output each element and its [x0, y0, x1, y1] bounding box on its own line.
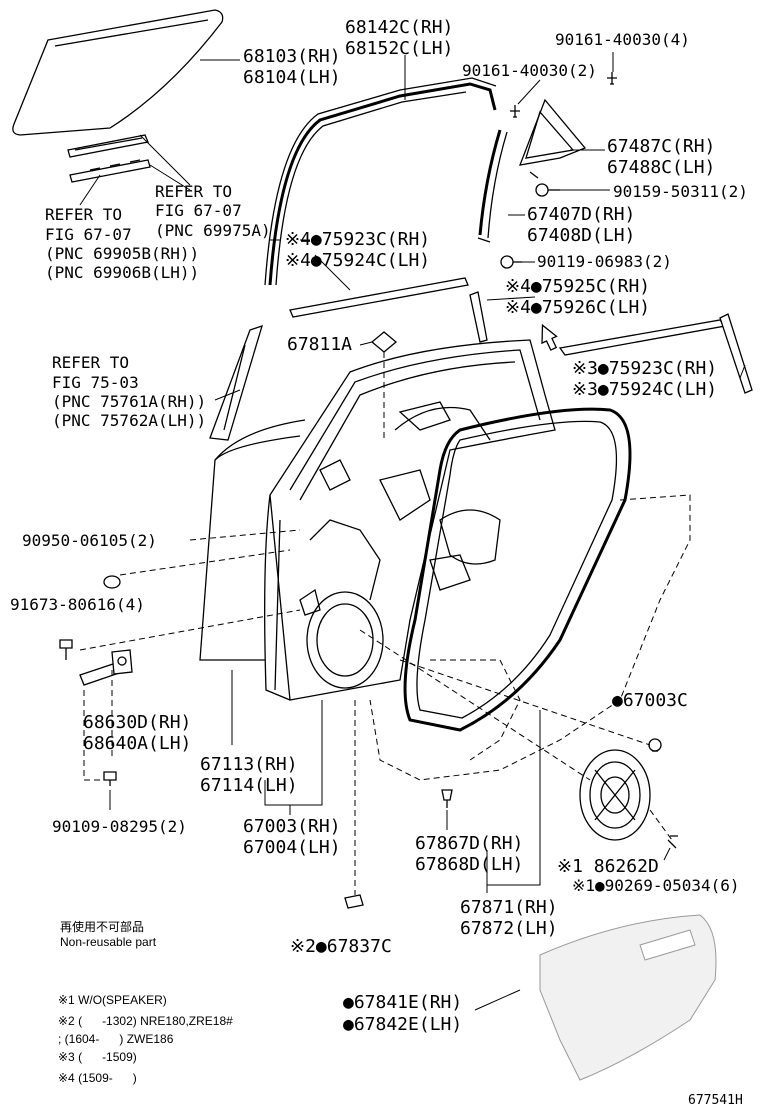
- note-1: ※1 W/O(SPEAKER): [58, 993, 167, 1007]
- clip-67837-drawing: [344, 894, 364, 909]
- label-90119: 90119-06983(2): [537, 252, 672, 271]
- label-67487: 67487C(RH): [607, 136, 715, 157]
- label-ref1-line3: (PNC 69905B(RH)): [45, 244, 199, 263]
- label-ref3-line1: REFER TO: [52, 353, 129, 372]
- leader-lines: [79, 52, 746, 1011]
- part-labels: 68103(RH) 68104(LH) 68142C(RH) 68152C(LH…: [10, 17, 748, 1108]
- label-90109: 90109-08295(2): [52, 817, 187, 836]
- screw-90119-drawing: [500, 255, 522, 269]
- footnotes: ※1 W/O(SPEAKER) ※2 ( -1302) NRE180,ZRE18…: [58, 993, 233, 1085]
- label-67811: 67811A: [287, 334, 352, 355]
- note-2a: ※2 ( -1302) NRE180,ZRE18#: [58, 1014, 233, 1028]
- label-ref2-line2: FIG 67-07: [155, 201, 242, 220]
- label-ref3-line3: (PNC 75761A(RH)): [52, 392, 206, 411]
- screw-90161-drawing: [510, 72, 617, 118]
- label-68103: 68103(RH): [243, 46, 341, 67]
- quarter-glass-drawing: [518, 98, 587, 179]
- direction-arrow-drawing: [541, 323, 558, 351]
- label-67837: ※2●67837C: [290, 936, 392, 957]
- label-68152: 68152C(LH): [345, 38, 453, 59]
- legend-jp: 再使用不可部品: [60, 919, 144, 934]
- label-ref3-line4: (PNC 75762A(LH)): [52, 411, 206, 430]
- label-67004: 67004(LH): [243, 837, 341, 858]
- label-68630: 68630D(RH): [83, 712, 191, 733]
- label-ref1-line2: FIG 67-07: [45, 225, 132, 244]
- label-67407: 67407D(RH): [527, 204, 635, 225]
- note-3: ※3 ( -1509): [58, 1050, 137, 1064]
- hole-plug-drawing: [103, 575, 121, 589]
- label-75923-lower: ※3●75923C(RH): [572, 358, 717, 379]
- outer-door-panel-drawing: [199, 419, 306, 661]
- legend: 再使用不可部品 Non-reusable part: [60, 919, 157, 949]
- label-67488: 67488C(LH): [607, 157, 715, 178]
- pillar-garnish-drawing: [209, 324, 263, 441]
- bolt-90109-drawing: [103, 771, 117, 786]
- label-67842: ●67842E(LH): [343, 1014, 462, 1035]
- label-90161-b: 90161-40030(2): [462, 61, 597, 80]
- screw-90269-drawing: [667, 835, 678, 849]
- label-90269: ※1●90269-05034(6): [572, 876, 740, 895]
- label-90159: 90159-50311(2): [613, 182, 748, 201]
- belt-moulding-lower-drawing: [558, 313, 753, 394]
- label-90161-a: 90161-40030(4): [555, 30, 690, 49]
- label-75926: ※4●75926C(LH): [505, 297, 650, 318]
- clip-67811-drawing: [370, 331, 398, 353]
- speaker-drawing: [579, 749, 651, 841]
- label-90950: 90950-06105(2): [22, 531, 157, 550]
- label-67841: ●67841E(RH): [343, 992, 462, 1013]
- diagram-id: 677541H: [688, 1093, 743, 1108]
- label-67408: 67408D(LH): [527, 225, 635, 246]
- label-67114: 67114(LH): [200, 775, 298, 796]
- label-67871: 67871(RH): [460, 897, 558, 918]
- label-67003: 67003(RH): [243, 816, 341, 837]
- clip-67003c-drawing: [648, 738, 662, 752]
- division-bar-drawing: [477, 129, 508, 243]
- label-ref2-line1: REFER TO: [155, 182, 232, 201]
- trim-outline-dashed-drawing: [369, 494, 691, 781]
- label-75923-upper: ※4●75923C(RH): [285, 229, 430, 250]
- door-glass-run-drawing: [264, 77, 497, 286]
- weatherstrip-drawing: [403, 407, 632, 732]
- label-86262: ※1 86262D: [557, 856, 659, 877]
- label-ref1-line1: REFER TO: [45, 205, 122, 224]
- label-67868: 67868D(LH): [415, 854, 523, 875]
- door-glass-drawing: [12, 9, 224, 136]
- door-shell-drawing: [264, 339, 556, 701]
- label-67113: 67113(RH): [200, 754, 298, 775]
- label-68640: 68640A(LH): [83, 733, 191, 754]
- label-67003c: ●67003C: [612, 690, 688, 711]
- glass-run-clips-drawing: [67, 134, 151, 183]
- bolt-91673-drawing: [59, 639, 73, 660]
- label-75925: ※4●75925C(RH): [505, 276, 650, 297]
- door-trim-panel-drawing: [539, 914, 717, 1081]
- label-ref2-line3: (PNC 69975A): [155, 221, 271, 240]
- belt-moulding-upper-drawing: [289, 277, 469, 318]
- label-ref1-line4: (PNC 69906B(LH)): [45, 263, 199, 282]
- label-91673: 91673-80616(4): [10, 595, 145, 614]
- label-68104: 68104(LH): [243, 67, 341, 88]
- moulding-75925-drawing: [469, 291, 488, 343]
- label-ref3-line2: FIG 75-03: [52, 373, 139, 392]
- door-check-drawing: [79, 649, 133, 686]
- label-75924-lower: ※3●75924C(LH): [572, 379, 717, 400]
- label-67867: 67867D(RH): [415, 833, 523, 854]
- label-67872: 67872(LH): [460, 918, 558, 939]
- legend-en: Non-reusable part: [60, 935, 157, 949]
- screw-90159-drawing: [535, 183, 560, 197]
- label-68142: 68142C(RH): [345, 17, 453, 38]
- label-75924-upper: ※4●75924C(LH): [285, 250, 430, 271]
- note-2b: ; (1604- ) ZWE186: [58, 1032, 174, 1046]
- note-4: ※4 (1509- ): [58, 1071, 137, 1085]
- clip-67867-drawing: [441, 789, 453, 808]
